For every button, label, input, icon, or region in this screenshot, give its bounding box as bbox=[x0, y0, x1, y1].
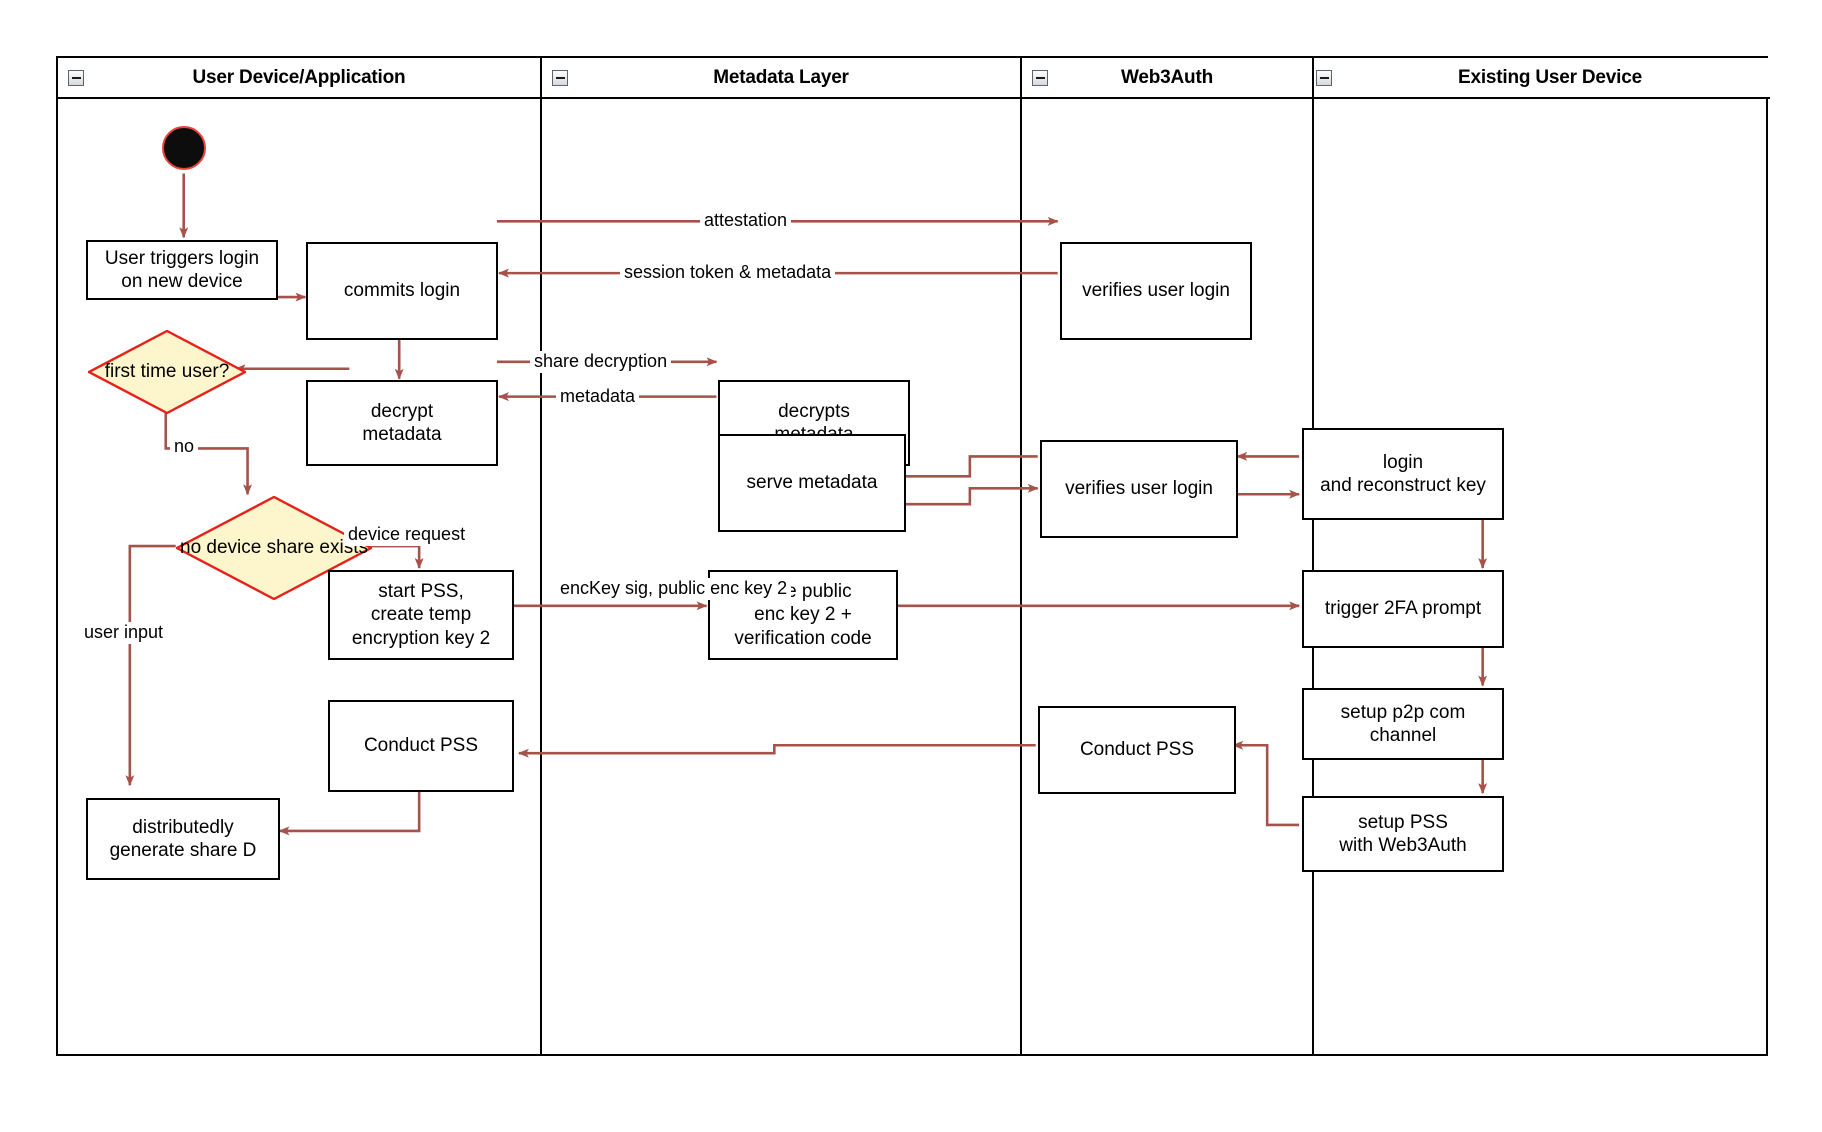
decision-text: first time user? bbox=[105, 360, 230, 383]
edge-label-line: encKey sig, bbox=[560, 578, 654, 598]
edge-label-share-decryption: share decryption bbox=[530, 351, 672, 373]
node-serve-metadata[interactable]: serve metadata bbox=[718, 434, 906, 532]
node-commits-login[interactable]: commits login bbox=[306, 242, 498, 340]
collapse-icon[interactable] bbox=[552, 69, 568, 86]
node-line: enc key 2 + bbox=[754, 604, 852, 626]
node-line: Conduct PSS bbox=[363, 735, 479, 757]
node-user-triggers-login[interactable]: User triggers login on new device bbox=[86, 240, 278, 300]
lane-header-metadata-layer: Metadata Layer bbox=[542, 58, 1020, 99]
node-conduct-pss-web3auth[interactable]: Conduct PSS bbox=[1038, 706, 1236, 794]
edge-label-line: public enc key 2 bbox=[658, 578, 788, 598]
node-verifies-user-login-1[interactable]: verifies user login bbox=[1060, 242, 1252, 340]
node-distributedly-generate-share-d[interactable]: distributedly generate share D bbox=[86, 798, 280, 880]
lane-title: Web3Auth bbox=[1121, 66, 1213, 88]
node-line: and reconstruct key bbox=[1320, 475, 1486, 496]
decision-text: no device share exists bbox=[180, 536, 368, 559]
collapse-icon[interactable] bbox=[68, 69, 84, 86]
node-line: Conduct PSS bbox=[1079, 739, 1195, 761]
node-line: no device bbox=[180, 537, 262, 559]
node-line: with Web3Auth bbox=[1339, 835, 1467, 856]
node-line: verification code bbox=[734, 627, 872, 649]
collapse-icon[interactable] bbox=[1032, 69, 1048, 86]
edge-label-enckey-sig: encKey sig, public enc key 2 bbox=[556, 578, 792, 600]
node-line: setup p2p com bbox=[1340, 701, 1466, 723]
swimlane-existing-user-device: Existing User Device bbox=[1314, 58, 1770, 1054]
node-line: generate share D bbox=[109, 840, 257, 861]
node-line: channel bbox=[1369, 725, 1437, 746]
node-line: setup PSS bbox=[1358, 811, 1448, 833]
node-line: create temp bbox=[370, 604, 472, 626]
node-setup-p2p-com-channel[interactable]: setup p2p com channel bbox=[1302, 688, 1504, 760]
node-line: verifies user login bbox=[1082, 280, 1230, 302]
node-conduct-pss-user[interactable]: Conduct PSS bbox=[328, 700, 514, 792]
node-line: commits login bbox=[343, 280, 461, 302]
node-line: user? bbox=[181, 361, 230, 383]
node-line: decrypts bbox=[778, 400, 850, 422]
node-line: start PSS, bbox=[378, 581, 464, 603]
node-line: encryption key 2 bbox=[351, 627, 491, 649]
edge-label-metadata: metadata bbox=[556, 386, 640, 408]
diamond-shape bbox=[176, 496, 372, 600]
edge-label-attestation: attestation bbox=[700, 210, 792, 232]
edge-label-user-input: user input bbox=[80, 622, 168, 644]
start-node bbox=[162, 126, 206, 170]
node-trigger-2fa-prompt[interactable]: trigger 2FA prompt bbox=[1302, 570, 1504, 648]
node-setup-pss-with-web3auth[interactable]: setup PSS with Web3Auth bbox=[1302, 796, 1504, 872]
node-line: serve metadata bbox=[746, 472, 878, 494]
node-line: distributedly bbox=[132, 816, 234, 838]
node-no-device-share-exists[interactable]: no device share exists bbox=[176, 496, 372, 600]
lane-header-existing-user-device: Existing User Device bbox=[1314, 58, 1770, 99]
swimlane-user-device: User Device/Application bbox=[58, 58, 542, 1054]
edge-label-no: no bbox=[170, 436, 199, 458]
lane-header-user-device: User Device/Application bbox=[58, 58, 540, 99]
swimlane-web3auth: Web3Auth bbox=[1022, 58, 1314, 1054]
node-verifies-user-login-2[interactable]: verifies user login bbox=[1040, 440, 1238, 538]
node-line: metadata bbox=[362, 424, 442, 445]
collapse-icon[interactable] bbox=[1316, 69, 1332, 86]
node-line: first time bbox=[104, 361, 177, 383]
edge-label-session-token-metadata: session token & metadata bbox=[620, 262, 836, 284]
node-start-pss[interactable]: start PSS, create temp encryption key 2 bbox=[328, 570, 514, 660]
node-line: login bbox=[1382, 451, 1424, 473]
node-line: User triggers login bbox=[104, 247, 260, 269]
node-line: on new device bbox=[121, 271, 243, 292]
node-login-and-reconstruct-key[interactable]: login and reconstruct key bbox=[1302, 428, 1504, 520]
lane-title: Existing User Device bbox=[1458, 66, 1642, 88]
swimlane-pool: User Device/Application Metadata Layer W… bbox=[56, 56, 1770, 1056]
edge-label-device-request: device request bbox=[344, 524, 470, 546]
node-line: decrypt bbox=[370, 400, 434, 422]
node-decrypt-metadata[interactable]: decrypt metadata bbox=[306, 380, 498, 466]
swimlane-metadata-layer: Metadata Layer bbox=[542, 58, 1022, 1054]
node-line: trigger 2FA prompt bbox=[1324, 598, 1482, 620]
node-first-time-user[interactable]: first time user? bbox=[88, 330, 246, 414]
lane-title: Metadata Layer bbox=[713, 66, 849, 88]
lane-title: User Device/Application bbox=[192, 66, 406, 88]
lane-header-web3auth: Web3Auth bbox=[1022, 58, 1312, 99]
node-line: verifies user login bbox=[1065, 478, 1213, 500]
